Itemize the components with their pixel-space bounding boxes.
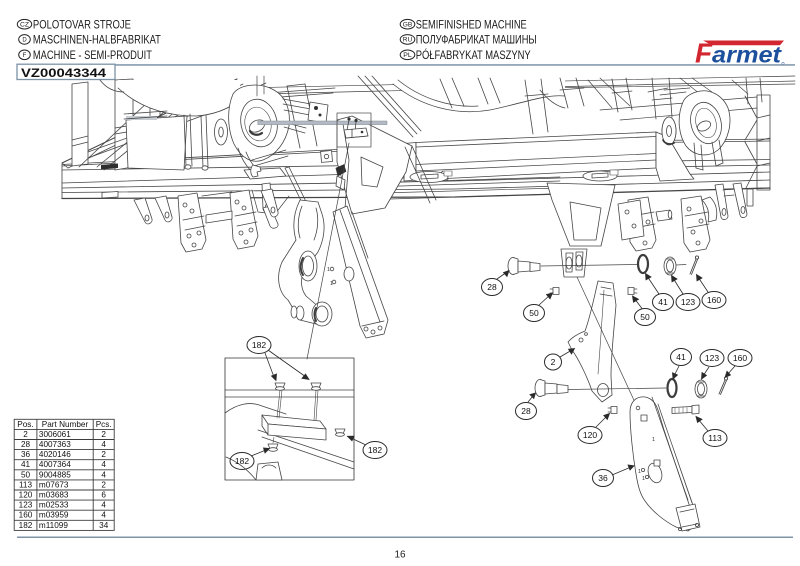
svg-text:36: 36: [21, 450, 31, 459]
svg-text:160: 160: [707, 295, 721, 305]
svg-text:1: 1: [330, 281, 333, 287]
svg-text:50: 50: [640, 312, 650, 322]
svg-text:113: 113: [19, 480, 32, 489]
svg-text:28: 28: [487, 282, 497, 292]
svg-text:3006061: 3006061: [39, 430, 71, 439]
svg-text:182: 182: [235, 456, 249, 466]
svg-text:F: F: [695, 38, 713, 69]
svg-text:182: 182: [368, 445, 382, 455]
svg-text:160: 160: [19, 511, 33, 520]
svg-text:1: 1: [327, 267, 330, 273]
svg-text:PL: PL: [403, 53, 412, 59]
svg-text:GB: GB: [403, 22, 413, 28]
svg-text:34: 34: [99, 521, 109, 530]
svg-text:36: 36: [598, 473, 608, 483]
svg-text:CZ: CZ: [20, 22, 29, 28]
svg-text:m07673: m07673: [39, 480, 69, 489]
svg-text:123: 123: [19, 501, 33, 510]
svg-text:6: 6: [101, 491, 106, 500]
svg-text:MASCHINEN-HALBFABRIKAT: MASCHINEN-HALBFABRIKAT: [33, 34, 161, 47]
svg-text:182: 182: [19, 521, 33, 530]
svg-text:4: 4: [101, 470, 106, 479]
svg-text:120: 120: [583, 430, 597, 440]
svg-text:D: D: [22, 38, 27, 44]
svg-text:123: 123: [705, 353, 719, 363]
svg-text:113: 113: [708, 433, 722, 443]
svg-text:MACHINE - SEMI-PRODUIT: MACHINE - SEMI-PRODUIT: [33, 49, 152, 62]
svg-text:4: 4: [101, 460, 106, 469]
svg-text:160: 160: [733, 353, 747, 363]
svg-text:m02533: m02533: [39, 501, 69, 510]
svg-text:4: 4: [101, 440, 106, 449]
svg-text:28: 28: [21, 440, 31, 449]
svg-text:2: 2: [101, 480, 106, 489]
svg-text:2: 2: [101, 450, 106, 459]
svg-text:RU: RU: [403, 38, 413, 44]
svg-text:VZ00043344: VZ00043344: [21, 66, 106, 80]
svg-text:m03683: m03683: [39, 491, 69, 500]
svg-text:1: 1: [652, 437, 655, 443]
svg-text:28: 28: [521, 406, 531, 416]
svg-text:2: 2: [551, 357, 556, 367]
svg-text:1: 1: [642, 476, 645, 482]
svg-text:41: 41: [21, 460, 31, 469]
svg-text:m11099: m11099: [39, 521, 68, 530]
svg-text:1: 1: [638, 469, 641, 475]
svg-text:16: 16: [394, 550, 406, 561]
svg-text:SEMIFINISHED MACHINE: SEMIFINISHED MACHINE: [416, 18, 527, 31]
svg-text:4007363: 4007363: [39, 440, 71, 449]
svg-text:41: 41: [676, 352, 686, 362]
svg-text:2: 2: [101, 430, 106, 439]
svg-text:Part Number: Part Number: [42, 420, 89, 429]
svg-text:50: 50: [529, 308, 539, 318]
svg-text:182: 182: [252, 340, 266, 350]
svg-text:4020146: 4020146: [39, 450, 71, 459]
svg-text:4007364: 4007364: [39, 460, 71, 469]
svg-text:armet: armet: [712, 42, 782, 68]
svg-text:50: 50: [21, 470, 31, 479]
svg-text:120: 120: [19, 491, 33, 500]
svg-text:4: 4: [101, 501, 106, 510]
svg-text:Pos.: Pos.: [17, 420, 33, 429]
svg-text:F: F: [23, 53, 27, 59]
svg-text:9004885: 9004885: [39, 470, 71, 479]
svg-text:Pcs.: Pcs.: [96, 420, 112, 429]
svg-text:2: 2: [23, 430, 28, 439]
svg-text:123: 123: [681, 297, 695, 307]
svg-text:ПОЛУФАБРИКАТ МАШИНЫ: ПОЛУФАБРИКАТ МАШИНЫ: [416, 34, 537, 47]
svg-text:PÓŁFABRYKAT MASZYNY: PÓŁFABRYKAT MASZYNY: [416, 49, 531, 62]
svg-text:41: 41: [658, 297, 668, 307]
svg-text:POLOTOVAR STROJE: POLOTOVAR STROJE: [33, 18, 131, 31]
svg-text:4: 4: [101, 511, 106, 520]
svg-text:m03959: m03959: [39, 511, 69, 520]
